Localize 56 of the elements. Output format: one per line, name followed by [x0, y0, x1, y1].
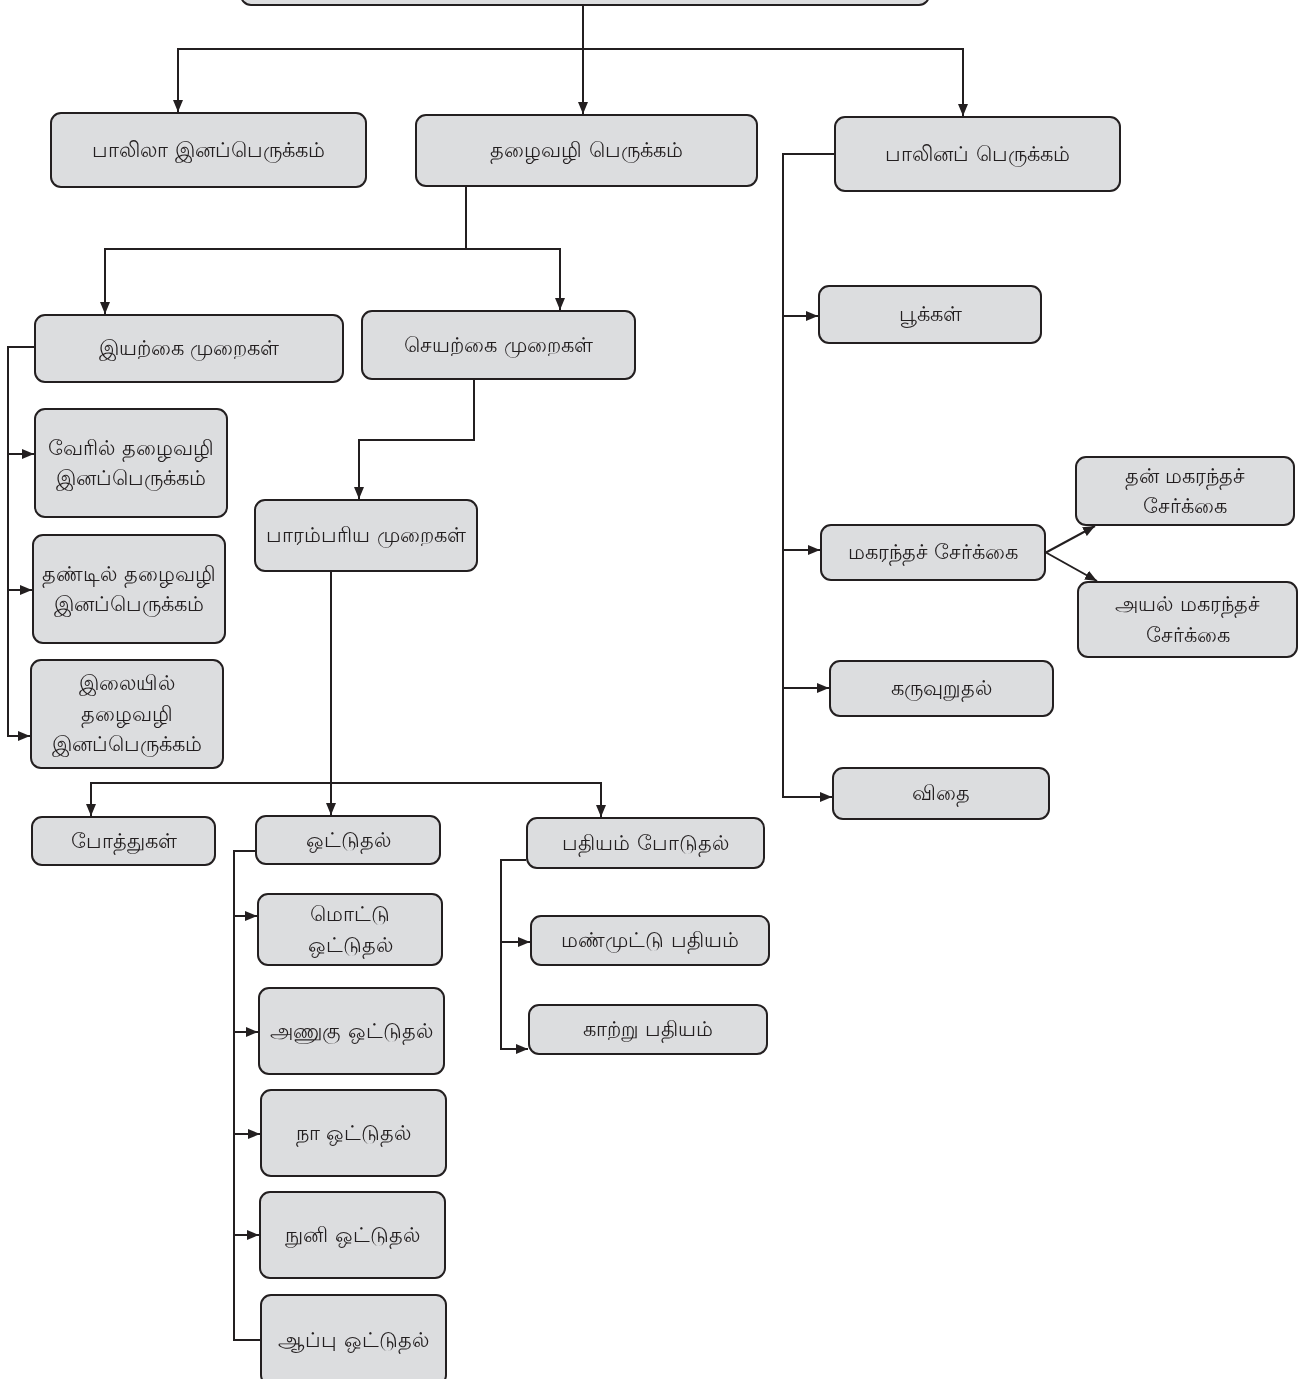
arrow — [1045, 551, 1098, 582]
process-box — [1075, 456, 1295, 526]
box-label: நுனி ஒட்டுதல் — [285, 1221, 420, 1251]
box-label: பூக்கள் — [898, 301, 962, 330]
process-box — [834, 116, 1121, 192]
process-box — [832, 767, 1050, 820]
process-box — [818, 285, 1042, 344]
process-box — [31, 816, 216, 866]
box-label: இயற்கை முறைகள் — [98, 335, 280, 363]
box-label: நா ஒட்டுதல் — [295, 1119, 412, 1149]
box-label: விதை — [912, 780, 970, 809]
arrow — [1045, 525, 1096, 554]
process-box — [829, 660, 1054, 717]
box-label: போத்துகள் — [70, 827, 177, 857]
box-label: பதியம் போடுதல் — [562, 829, 729, 859]
box-label: வேரில் தழைவழி இனப்பெருக்கம் — [47, 434, 215, 493]
process-box — [528, 1004, 768, 1055]
box-label: செயற்கை முறைகள் — [404, 331, 593, 360]
process-box — [257, 893, 443, 966]
process-box — [34, 408, 228, 518]
box-label: அயல் மகரந்தச் சேர்க்கை — [1114, 591, 1261, 649]
process-box — [34, 314, 344, 383]
box-label: பாரம்பரிய முறைகள் — [266, 522, 466, 550]
process-box — [50, 112, 367, 188]
box-label: அணுகு ஒட்டுதல் — [270, 1017, 433, 1047]
process-box — [361, 310, 636, 380]
process-box — [30, 659, 224, 769]
process-box — [255, 815, 441, 865]
process-box — [820, 524, 1046, 581]
box-label: தன் மகரந்தச் சேர்க்கை — [1123, 462, 1247, 520]
arrow — [500, 859, 529, 1054]
box-label: ஆப்பு ஒட்டுதல் — [278, 1326, 429, 1356]
box-label: தழைவழி பெருக்கம் — [490, 137, 683, 166]
connector-line — [233, 850, 261, 1341]
box-label: மகரந்தச் சேர்க்கை — [847, 539, 1019, 568]
box-label: பாலிலா இனப்பெருக்கம் — [92, 136, 325, 165]
arrow — [354, 379, 475, 500]
box-label: ஒட்டுதல் — [305, 826, 391, 856]
process-box — [415, 114, 758, 187]
box-label: காற்று பதியம் — [582, 1016, 714, 1045]
box-label: தண்டில் தழைவழி இனப்பெருக்கம் — [41, 560, 217, 619]
process-box — [254, 499, 478, 572]
arrow — [465, 186, 565, 311]
process-box — [526, 817, 765, 869]
process-box — [1077, 581, 1298, 658]
process-box — [260, 1294, 447, 1379]
process-box — [530, 915, 770, 966]
box-label: மொட்டு ஒட்டுதல் — [306, 901, 394, 960]
box-label: கருவுறுதல் — [891, 675, 992, 704]
box-label: பாலினப் பெருக்கம் — [885, 140, 1070, 169]
box-label: மண்முட்டு பதியம் — [561, 927, 739, 956]
process-box — [258, 987, 445, 1075]
process-box — [259, 1191, 446, 1279]
process-box — [32, 534, 226, 644]
box-label: இலையில் தழைவழி இனப்பெருக்கம் — [51, 670, 203, 759]
process-box — [260, 1089, 447, 1177]
